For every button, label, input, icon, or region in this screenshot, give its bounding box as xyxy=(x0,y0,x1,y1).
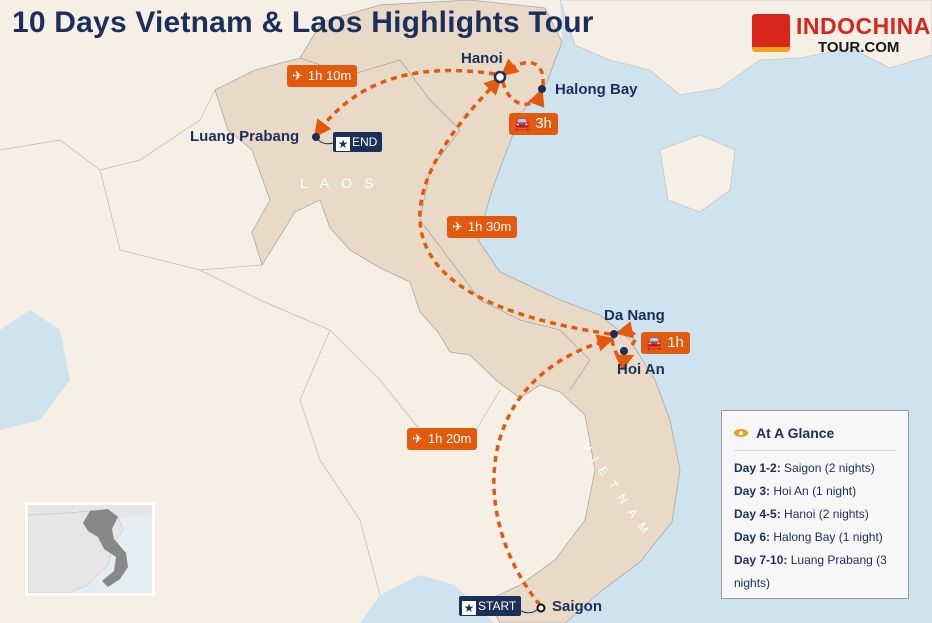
country-borders xyxy=(0,89,501,596)
city-label-luang-prabang: Luang Prabang xyxy=(190,128,300,145)
inset-vietnam-laos xyxy=(83,509,128,587)
leg-badge-saigon-danang: ✈ 1h 20m xyxy=(407,428,478,450)
glance-day: Day 3: xyxy=(734,484,771,498)
leg-duration: 1h 20m xyxy=(427,431,472,446)
leg-badge-danang-hoian: 🚘 1h xyxy=(641,332,690,354)
leg-duration: 3h xyxy=(535,115,552,132)
glance-item: Day 3: Hoi An (1 night) xyxy=(734,480,896,503)
country-label-laos: LAOS xyxy=(300,175,386,191)
plane-icon: ✈ xyxy=(452,219,463,234)
glance-day: Day 6: xyxy=(734,530,771,544)
da-nang-marker[interactable] xyxy=(610,330,618,338)
city-label-halong: Halong Bay xyxy=(555,81,638,98)
hanoi-marker[interactable] xyxy=(493,70,507,84)
city-label-hoi-an: Hoi An xyxy=(617,361,665,378)
route-hanoi-luangprabang xyxy=(313,68,496,138)
logo-text-line1: INDOCHINA xyxy=(796,13,931,39)
star-icon: ★ xyxy=(336,137,350,151)
glance-item: Day 7-10: Luang Prabang (3 nights) xyxy=(734,549,896,595)
route-halong-hanoi xyxy=(500,58,545,86)
glance-text: Halong Bay (1 night) xyxy=(773,530,883,544)
hoi-an-marker[interactable] xyxy=(620,347,628,355)
inset-map-shapes xyxy=(28,505,152,593)
glance-item: Day 6: Halong Bay (1 night) xyxy=(734,526,896,549)
glance-day: Day 1-2: xyxy=(734,461,781,475)
logo-pagoda-icon xyxy=(752,14,790,52)
car-icon: 🚘 xyxy=(646,335,663,350)
glance-day: Day 7-10: xyxy=(734,553,788,567)
gulf-of-thailand xyxy=(0,310,495,623)
plane-icon: ✈ xyxy=(412,431,423,446)
end-connector xyxy=(315,136,334,145)
eye-icon xyxy=(734,429,748,437)
at-a-glance-panel: At A Glance Day 1-2: Saigon (2 nights) D… xyxy=(721,410,909,599)
city-label-hanoi: Hanoi xyxy=(461,50,503,67)
start-tag: ★START xyxy=(459,596,522,616)
city-label-da-nang: Da Nang xyxy=(604,307,665,324)
route-danang-hoian xyxy=(610,339,635,371)
leg-duration: 1h 30m xyxy=(467,219,512,234)
glance-item: Day 4-5: Hanoi (2 nights) xyxy=(734,503,896,526)
glance-text: Saigon (2 nights) xyxy=(784,461,875,475)
glance-text: Hanoi (2 nights) xyxy=(784,507,869,521)
saigon-marker[interactable] xyxy=(536,603,546,613)
route-saigon-danang xyxy=(492,334,615,607)
glance-title: At A Glance xyxy=(756,425,835,441)
glance-item: Day 1-2: Saigon (2 nights) xyxy=(734,457,896,480)
glance-text: Luang Prabang (3 nights) xyxy=(734,553,887,590)
logo-text-line2: TOUR.COM xyxy=(818,39,900,56)
end-tag-label: END xyxy=(352,135,378,149)
leg-badge-hanoi-luangprabang: ✈ 1h 10m xyxy=(287,65,358,87)
brand-logo[interactable]: INDOCHINA TOUR.COM xyxy=(752,13,930,58)
city-label-saigon: Saigon xyxy=(552,598,603,615)
leg-duration: 1h xyxy=(667,334,684,351)
halong-marker[interactable] xyxy=(538,85,546,93)
leg-duration: 1h 10m xyxy=(307,68,352,83)
leg-badge-danang-hanoi: ✈ 1h 30m xyxy=(447,216,518,238)
plane-icon: ✈ xyxy=(292,68,303,83)
end-tag: ★END xyxy=(333,132,383,152)
route-hanoi-halong xyxy=(501,81,545,108)
leg-badge-hanoi-halong: 🚘 3h xyxy=(509,113,558,135)
star-icon: ★ xyxy=(462,601,476,615)
laos-vietnam-border xyxy=(299,57,591,391)
glance-text: Hoi An (1 night) xyxy=(773,484,857,498)
locator-inset-map xyxy=(25,502,155,596)
route-hoian-danang xyxy=(615,321,637,347)
start-tag-label: START xyxy=(478,599,517,613)
glance-header: At A Glance xyxy=(734,425,896,451)
page-title: 10 Days Vietnam & Laos Highlights Tour xyxy=(12,6,594,39)
glance-day: Day 4-5: xyxy=(734,507,781,521)
hainan-island xyxy=(659,134,736,213)
car-icon: 🚘 xyxy=(514,116,531,131)
china-coast xyxy=(559,0,932,96)
